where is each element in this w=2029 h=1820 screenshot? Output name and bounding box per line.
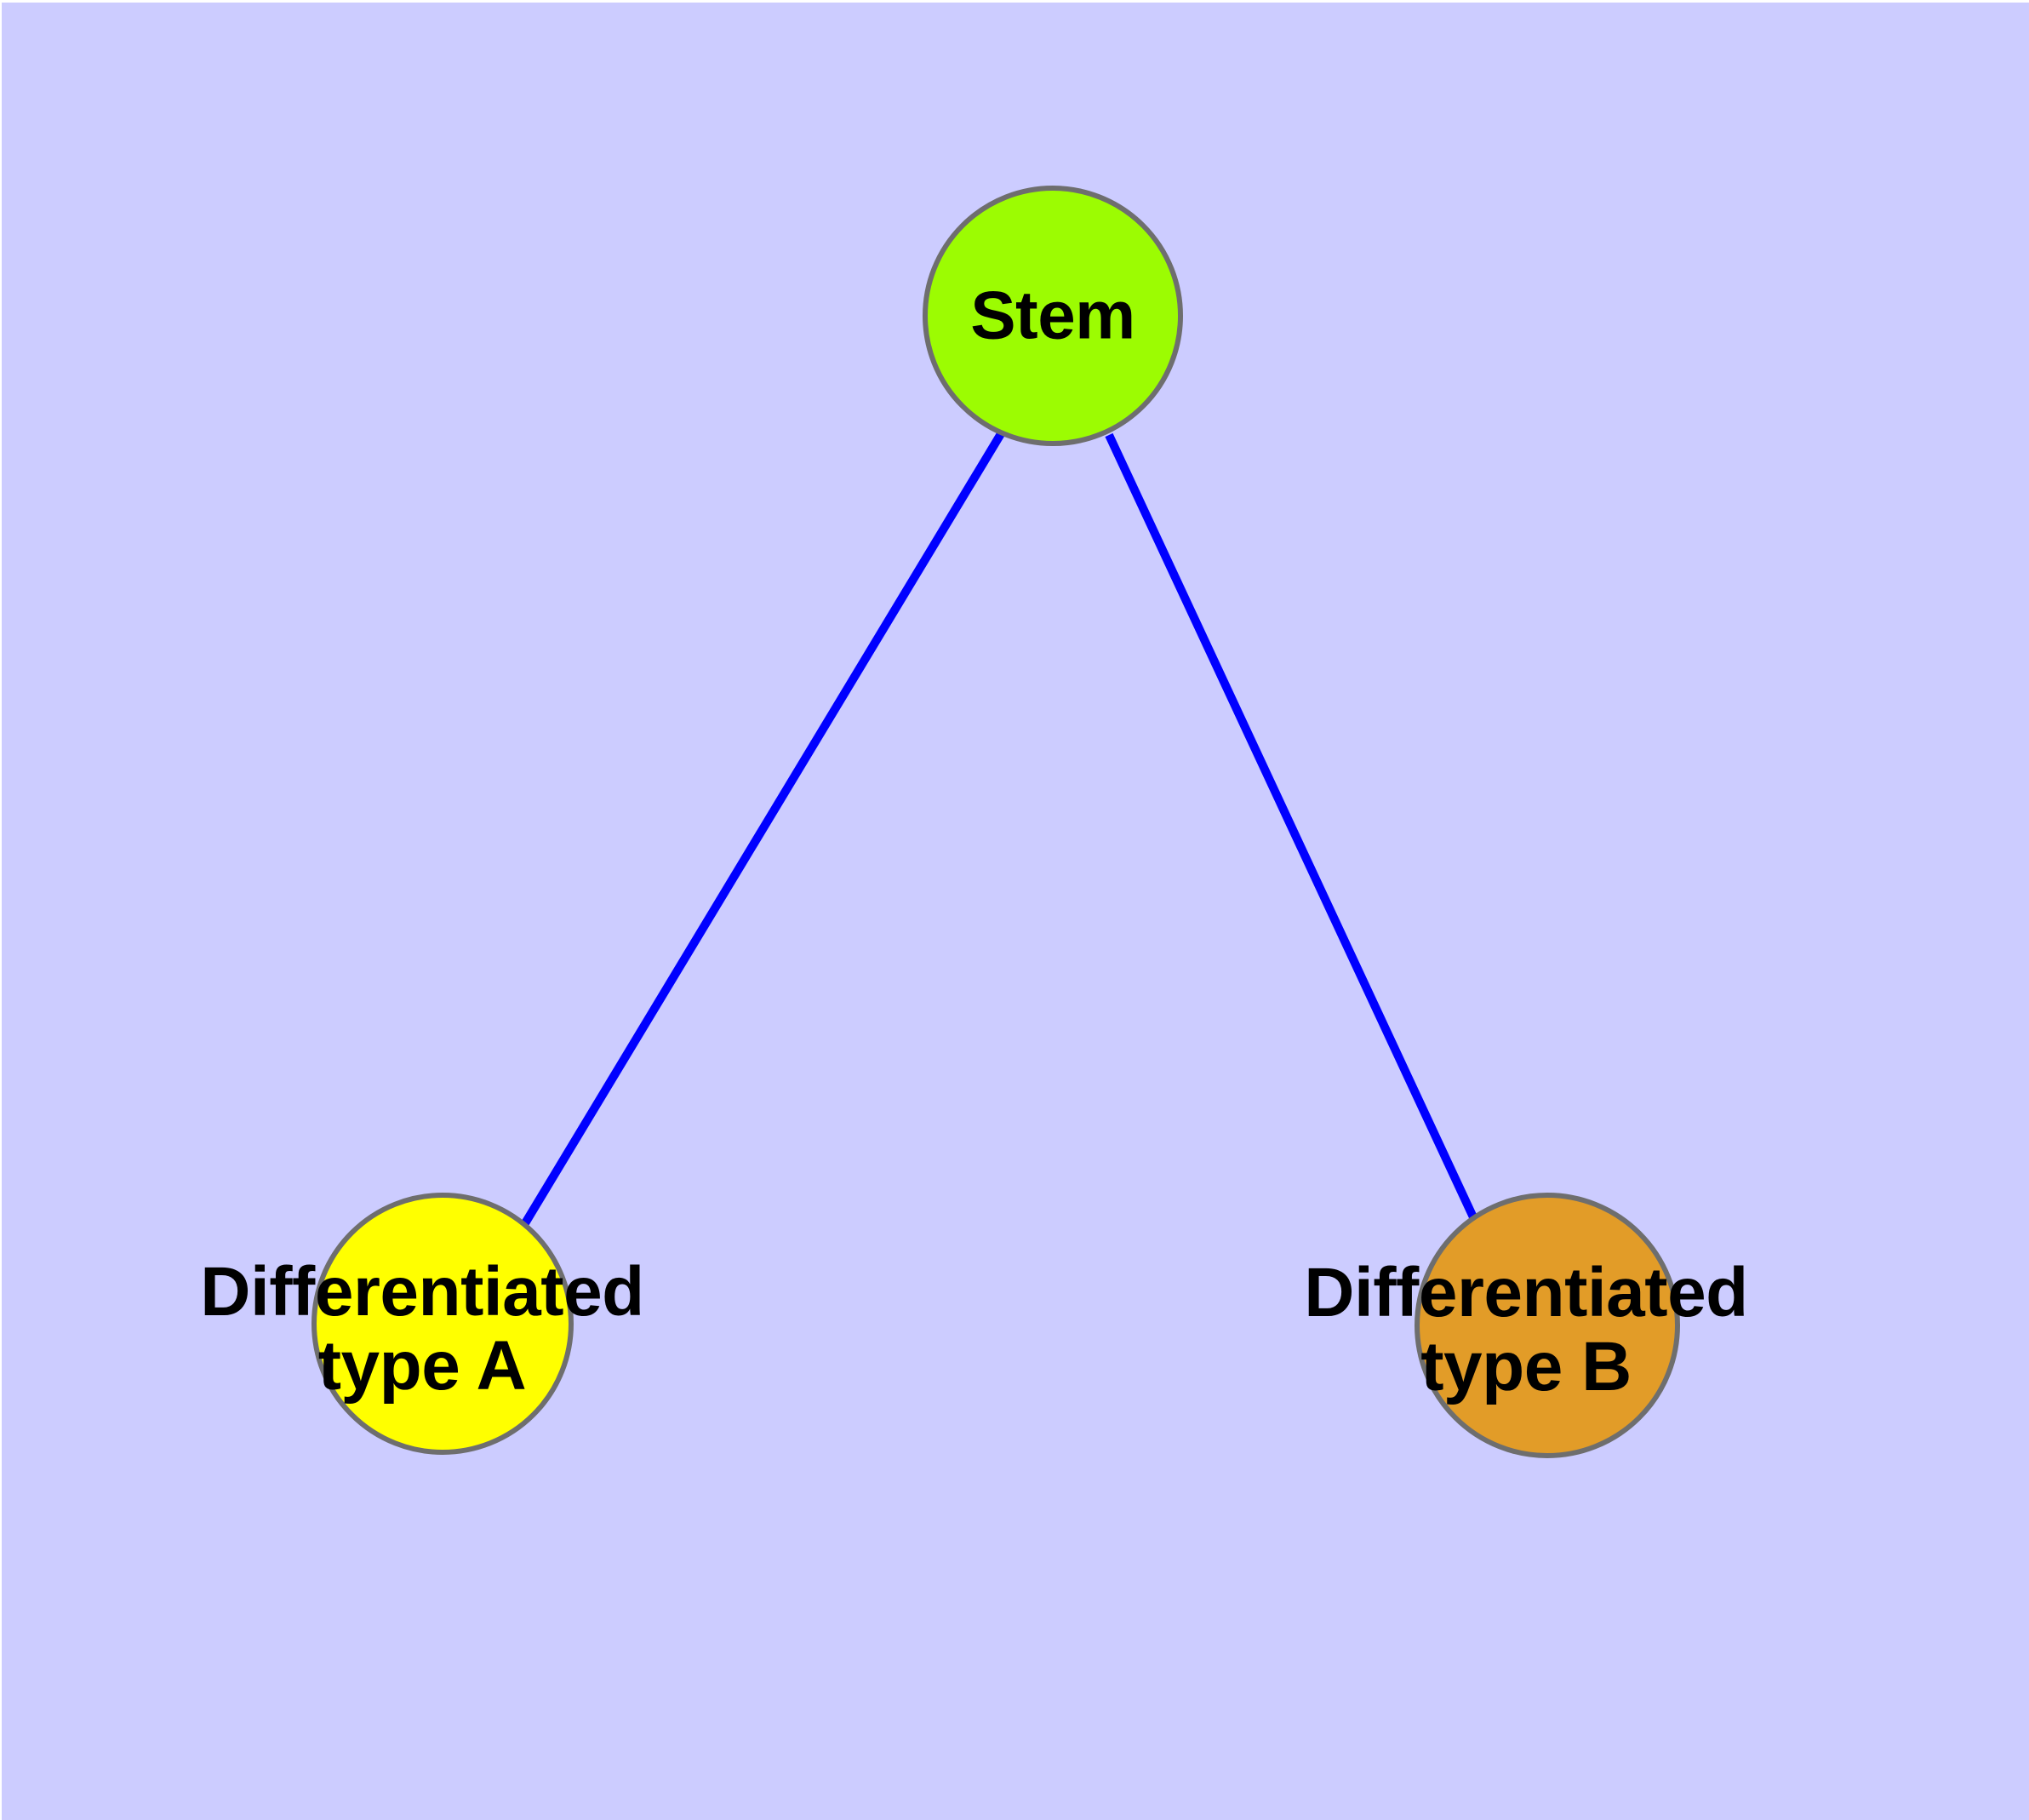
- node-differentiated-type-b[interactable]: [1415, 1193, 1680, 1458]
- node-stem[interactable]: [923, 186, 1183, 446]
- node-differentiated-type-a[interactable]: [311, 1193, 574, 1455]
- edge-layer: [521, 430, 1478, 1226]
- edge-stem-to-differentiated-type-a: [521, 430, 1006, 1226]
- edge-stem-to-differentiated-type-b: [1105, 432, 1478, 1222]
- node-layer: [311, 186, 1680, 1458]
